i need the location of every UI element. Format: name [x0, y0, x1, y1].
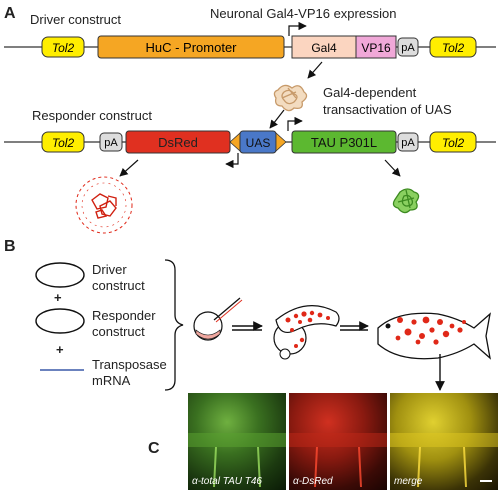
responder-tol2-left-text: Tol2	[52, 136, 75, 150]
vp16-text: VP16	[361, 41, 391, 55]
expression-label: Neuronal Gal4-VP16 expression	[210, 6, 397, 21]
panel-a-letter: A	[4, 5, 16, 22]
responder-plasmid-oval	[35, 308, 85, 334]
panel-c-letter: C	[148, 440, 160, 457]
responder-tol2-right-box	[429, 131, 477, 153]
dsred-text: DsRed	[158, 135, 198, 150]
tau-protein-aggregate	[392, 188, 420, 214]
micrograph-merge: merge	[390, 393, 498, 490]
caption-merge: merge	[394, 476, 423, 487]
grouping-brace	[164, 259, 184, 391]
responder-tol2-left-box	[41, 131, 85, 153]
driver-tol2-left-text: Tol2	[52, 41, 75, 55]
driver-promoter-arrow	[288, 21, 307, 36]
responder-construct-label: Responder construct	[32, 108, 152, 123]
responder-tol2-right-text: Tol2	[442, 136, 465, 150]
tau-text: TAU P301L	[311, 135, 377, 150]
uas-text: UAS	[246, 136, 271, 150]
plus-sign-1: +	[54, 290, 62, 305]
plus-sign-2: +	[56, 342, 64, 357]
driver-tol2-left-box	[41, 36, 85, 58]
gal4-text: Gal4	[311, 41, 337, 55]
responder-pa-left-box	[99, 132, 123, 152]
transposase-mrna-item: Transposase mRNA	[92, 357, 167, 388]
responder-pa-right-box	[397, 132, 419, 152]
panel-b-diagram	[35, 259, 491, 391]
uas-left-transcription-arrow	[225, 153, 239, 169]
responder-pa-left-text: pA	[104, 137, 118, 149]
tau-box	[291, 130, 397, 154]
vp16-box	[355, 35, 397, 59]
transactivation-label: Gal4-dependent transactivation of UAS	[323, 85, 452, 117]
embryo-icon	[273, 305, 340, 360]
caption-dsred: α-DsRed	[293, 476, 333, 487]
egg-injection-icon	[193, 297, 243, 341]
protein-to-uas-arrow	[269, 109, 285, 129]
panel-a-diagram: Tol2 HuC - Promoter Gal4 VP16 pA Tol2 To…	[4, 21, 496, 234]
driver-pa-text: pA	[401, 42, 415, 54]
driver-plasmid-oval	[35, 262, 85, 288]
micrograph-tau-total: α-total TAU T46	[188, 393, 286, 490]
micrograph-dsred: α-DsRed	[289, 393, 387, 490]
dsred-fluorescent-aggregate	[75, 176, 133, 234]
gal4-to-protein-arrow	[307, 61, 323, 79]
dsred-product-arrow	[119, 159, 139, 177]
uas-right-triangle	[275, 132, 287, 152]
caption-tau-total: α-total TAU T46	[192, 476, 262, 487]
uas-right-transcription-arrow	[287, 116, 303, 131]
responder-construct-item: Responder construct	[92, 308, 156, 339]
driver-tol2-right-text: Tol2	[442, 41, 465, 55]
huc-promoter-box	[97, 35, 285, 59]
zebrafish-icon	[377, 312, 491, 360]
driver-construct-label: Driver construct	[30, 12, 122, 27]
uas-left-triangle	[229, 132, 241, 152]
panel-b-letter: B	[4, 238, 16, 255]
tau-product-arrow	[384, 159, 401, 177]
huc-promoter-text: HuC - Promoter	[145, 40, 237, 55]
gal4-protein-blob	[273, 84, 308, 112]
driver-pa-box	[397, 37, 419, 57]
driver-construct-item: Driver construct	[92, 262, 145, 293]
driver-tol2-right-box	[429, 36, 477, 58]
responder-pa-right-text: pA	[401, 137, 415, 149]
